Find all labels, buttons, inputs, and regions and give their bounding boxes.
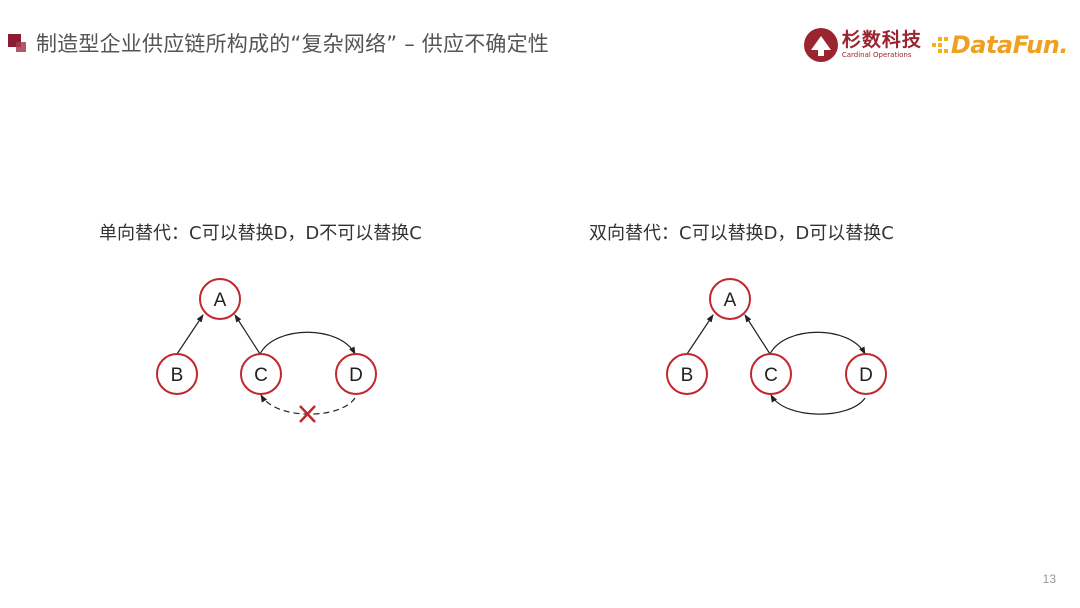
svg-text:B: B <box>681 365 694 386</box>
slide-header: 制造型企业供应链所构成的“复杂网络” – 供应不确定性 <box>8 28 549 58</box>
edge-c-to-d <box>259 331 356 355</box>
edge-b-to-a <box>686 314 714 355</box>
svg-text:D: D <box>349 365 363 386</box>
blocked-x-icon <box>299 405 316 423</box>
edge-c-to-a <box>234 314 261 355</box>
datafun-logo: DataFun. <box>931 31 1069 59</box>
node-c: C <box>750 353 792 395</box>
edge-c-to-a <box>744 314 771 355</box>
two-way-diagram: A B C D <box>666 278 887 415</box>
caption-one-way: 单向替代：C可以替换D，D不可以替换C <box>99 223 422 244</box>
node-a: A <box>199 278 241 320</box>
node-d: D <box>335 353 377 395</box>
cardinal-name-en: Cardinal Operations <box>841 51 912 59</box>
caption-two-way: 双向替代：C可以替换D，D可以替换C <box>589 223 894 244</box>
node-c: C <box>240 353 282 395</box>
node-b: B <box>156 353 198 395</box>
datafun-wordmark: DataFun. <box>950 31 1069 59</box>
one-way-diagram: A B C D <box>156 278 377 423</box>
title-bullet-icon <box>8 32 30 54</box>
page-number: 13 <box>1042 572 1056 586</box>
svg-text:A: A <box>724 290 737 311</box>
cardinal-name-cn: 杉数科技 <box>841 29 922 51</box>
node-a: A <box>709 278 751 320</box>
node-d: D <box>845 353 887 395</box>
svg-text:C: C <box>764 365 778 386</box>
svg-text:D: D <box>859 365 873 386</box>
edge-d-to-c-blocked <box>260 394 356 415</box>
cardinal-logo: 杉数科技 Cardinal Operations <box>803 28 922 62</box>
svg-text:C: C <box>254 365 268 386</box>
cardinal-emblem-icon <box>803 28 838 62</box>
edge-c-to-d <box>769 331 866 355</box>
svg-text:B: B <box>171 365 184 386</box>
logo-area: 杉数科技 Cardinal Operations DataFun. <box>803 28 1069 62</box>
slide-title: 制造型企业供应链所构成的“复杂网络” – 供应不确定性 <box>36 32 550 56</box>
svg-text:A: A <box>214 290 227 311</box>
datafun-dots-icon <box>931 37 948 53</box>
edge-b-to-a <box>176 314 204 355</box>
node-b: B <box>666 353 708 395</box>
edge-d-to-c <box>770 394 866 415</box>
